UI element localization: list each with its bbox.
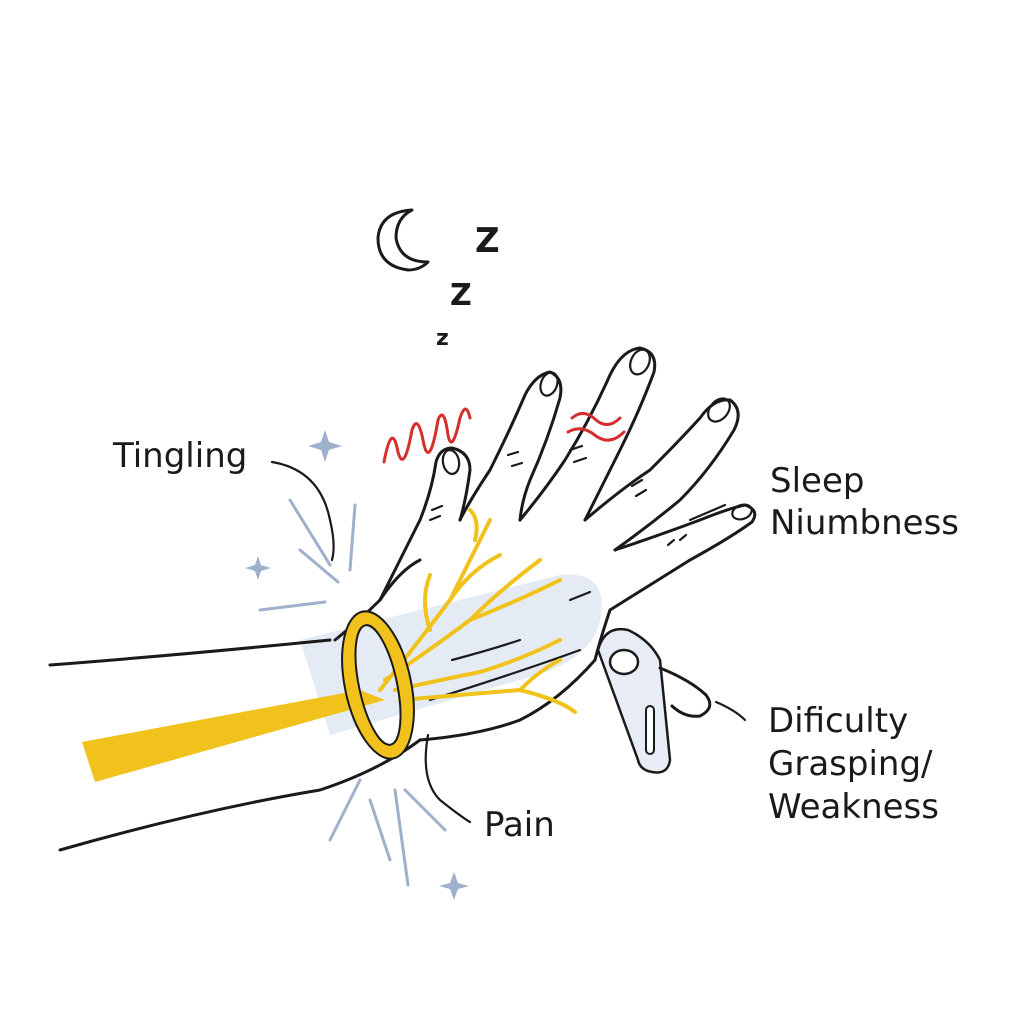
moon-icon (376, 208, 430, 272)
label-difficulty-grasping: Dificulty Grasping/ Weakness (768, 701, 939, 827)
fingernails (441, 348, 753, 521)
label-tingling: Tingling (112, 436, 247, 476)
label-sleep-line1: Sleep (770, 461, 864, 501)
forearm-nerve-band (82, 690, 385, 782)
tingling-wave-icon (382, 407, 472, 464)
leader-lines (270, 460, 747, 824)
sleep-z-medium: Z (450, 278, 472, 313)
wrist-glow (300, 574, 602, 735)
finger-tingle-icon (566, 412, 626, 442)
clip-icon (596, 627, 712, 774)
tingling-leader (270, 460, 335, 562)
difficulty-leader (714, 700, 747, 722)
spark-lines (258, 498, 447, 887)
sleep-z-large: Z (475, 221, 500, 261)
label-sleep-numbness: Sleep Niumbness (770, 461, 959, 543)
sleep-z-small: z (436, 326, 449, 351)
sparkle-star-icon (245, 430, 469, 900)
label-difficulty-line3: Weakness (768, 787, 939, 827)
knuckle-marks (428, 444, 727, 547)
label-difficulty-line1: Dificulty (768, 701, 908, 741)
label-difficulty-line2: Grasping/ (768, 744, 933, 784)
label-pain: Pain (484, 805, 555, 845)
label-sleep-line2: Niumbness (770, 503, 959, 543)
forearm-outline (48, 638, 422, 852)
wristband-icon (341, 610, 415, 760)
pain-leader (424, 733, 472, 824)
sleep-z-icon: Z Z z (436, 221, 500, 351)
